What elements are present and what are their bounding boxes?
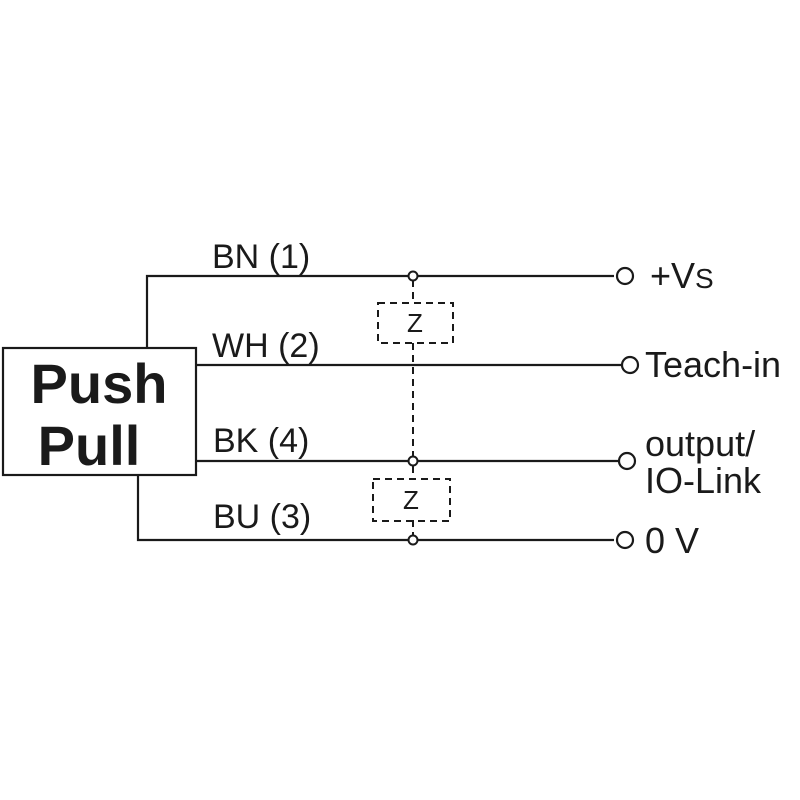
junction-bn bbox=[407, 270, 419, 282]
wire-label-wh: WH (2) bbox=[212, 327, 320, 365]
load-box-upper bbox=[377, 302, 454, 344]
push-pull-block bbox=[1, 346, 198, 477]
terminal-bn bbox=[615, 266, 635, 286]
terminal-label-bk-line2: IO-Link bbox=[645, 460, 762, 501]
block-label-line1: Push bbox=[31, 352, 168, 415]
wire-label-bu: BU (3) bbox=[213, 498, 311, 536]
terminal-label-bn: +VS bbox=[650, 255, 714, 296]
terminal-label-bn-main: +V bbox=[650, 255, 695, 296]
terminal-label-bk-line1: output/ bbox=[645, 423, 755, 464]
terminal-bu bbox=[615, 530, 635, 550]
terminal-bk bbox=[617, 451, 637, 471]
load-label-lower: Z bbox=[403, 485, 419, 515]
load-box-lower bbox=[372, 478, 451, 522]
junction-bk bbox=[407, 455, 419, 467]
block-label-line2: Pull bbox=[38, 414, 141, 477]
terminal-wh bbox=[620, 355, 640, 375]
wire-label-bk: BK (4) bbox=[213, 422, 309, 460]
junction-bu bbox=[407, 534, 419, 546]
terminal-label-wh: Teach-in bbox=[645, 344, 781, 385]
wire-bn bbox=[145, 274, 614, 348]
wire-label-bn: BN (1) bbox=[212, 238, 310, 276]
load-label-upper: Z bbox=[407, 308, 423, 338]
wire-bu bbox=[136, 475, 614, 542]
terminal-label-bu: 0 V bbox=[645, 520, 699, 561]
terminal-label-bn-sub: S bbox=[695, 263, 714, 294]
